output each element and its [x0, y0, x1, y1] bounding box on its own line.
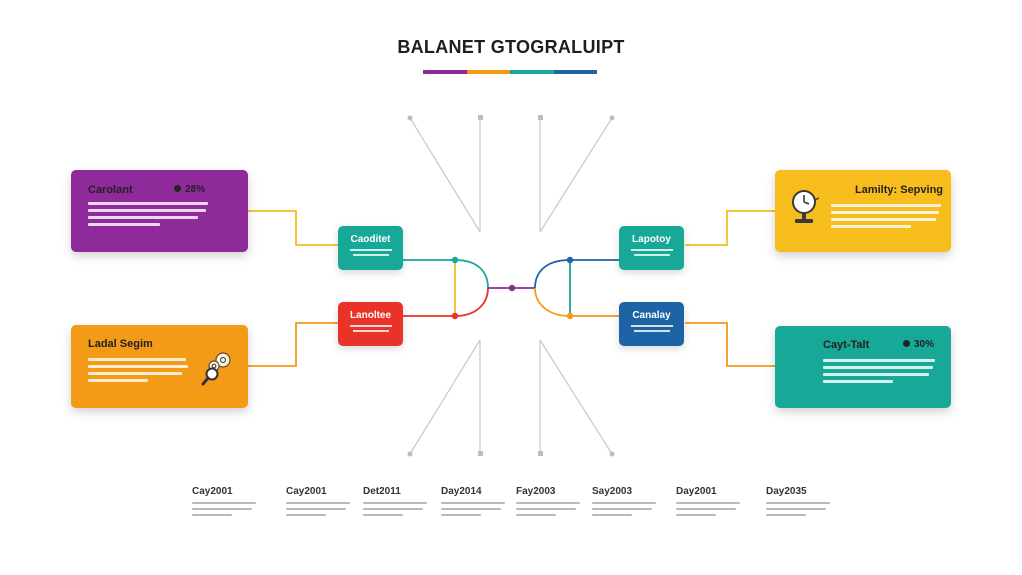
card-bottom-left: Ladal Segim: [71, 325, 248, 408]
timeline-item: Day2035: [766, 486, 856, 516]
diagram-title: BALANET GTOGRALUIPT: [397, 37, 625, 57]
timeline-label: Say2003: [592, 486, 633, 497]
node-label: Lapotoy: [632, 234, 671, 245]
card-top-right: Lamilty: Sepving: [775, 170, 951, 252]
timeline-label: Day2001: [676, 486, 717, 497]
timeline-item: Day2001: [676, 486, 766, 516]
timeline-item: Day2014: [441, 486, 531, 516]
node-label: Lanoltee: [349, 310, 392, 321]
timeline-item: Fay2003: [516, 486, 606, 516]
clock-icon: [789, 186, 821, 233]
timeline-label: Cay2001: [192, 486, 233, 497]
card-text-lines: [88, 358, 188, 386]
node-label: Caoditet: [350, 234, 391, 245]
timeline-label: Cay2001: [286, 486, 327, 497]
card-percent: 30%: [903, 339, 934, 350]
card-text-lines: [88, 202, 208, 230]
card-percent: 28%: [174, 184, 205, 195]
timeline-label: Day2014: [441, 486, 482, 497]
title-underline: [423, 70, 597, 74]
timeline-label: Fay2003: [516, 486, 556, 497]
timeline-item: Say2003: [592, 486, 682, 516]
card-title: Carolant: [88, 184, 133, 196]
card-title: Ladal Segim: [88, 338, 153, 350]
timeline-label: Det2011: [363, 486, 401, 497]
card-bottom-right: Cayt-Talt 30%: [775, 326, 951, 408]
node-left-top: Caoditet: [338, 226, 403, 270]
timeline-label: Day2035: [766, 486, 807, 497]
gears-magnifier-icon: [201, 349, 235, 394]
node-right-top: Lapotoy: [619, 226, 684, 270]
node-right-bottom: Canalay: [619, 302, 684, 346]
card-text-lines: [831, 204, 941, 232]
card-title: Lamilty: Sepving: [855, 184, 944, 196]
card-title: Cayt-Talt: [823, 339, 870, 351]
timeline-item: Cay2001: [192, 486, 282, 516]
node-label: Canalay: [632, 310, 671, 321]
node-left-bottom: Lanoltee: [338, 302, 403, 346]
timeline-item: Cay2001: [286, 486, 376, 516]
card-top-left: Carolant 28%: [71, 170, 248, 252]
timeline-item: Det2011: [363, 486, 453, 516]
card-text-lines: [823, 359, 935, 387]
